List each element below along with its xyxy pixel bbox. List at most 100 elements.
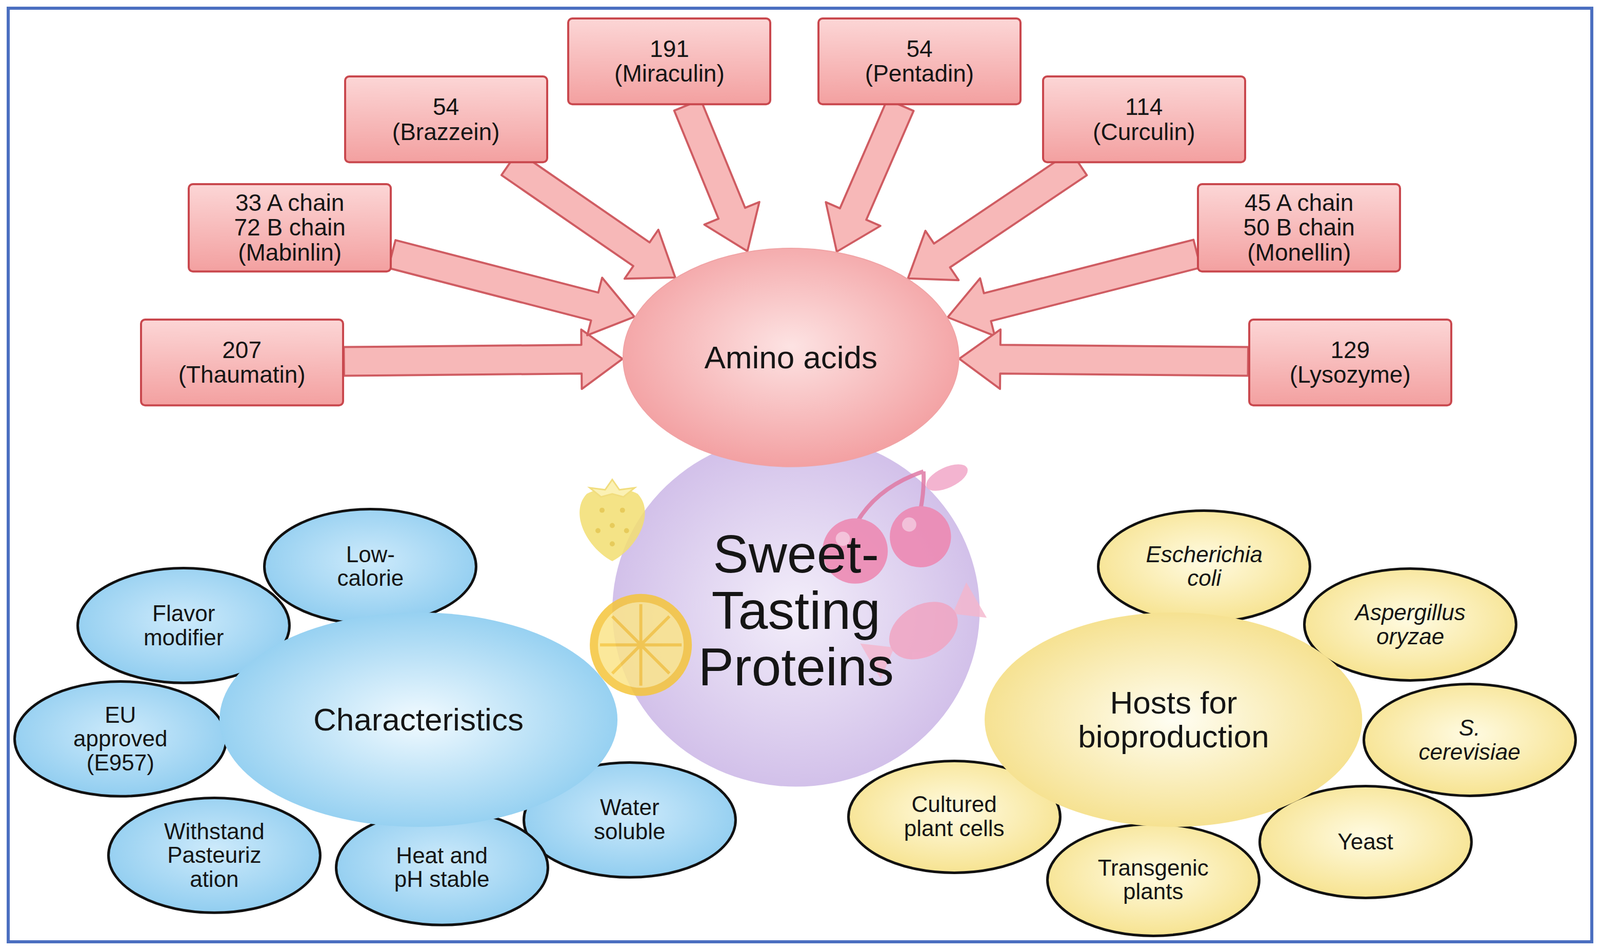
node-text: S. cerevisiae: [1408, 715, 1532, 764]
outer-frame: [8, 8, 1592, 942]
text-group: Amino acids: [704, 340, 878, 375]
node-text: (Thaumatin): [178, 362, 306, 388]
circle-shape: [984, 612, 1363, 827]
lemon-segments: [600, 604, 682, 686]
circle-shape: [335, 810, 548, 926]
text-group: 207(Thaumatin): [178, 337, 306, 388]
box-shape: [345, 76, 548, 163]
text-group: 33 A chain72 B chain(Mabinlin): [233, 190, 346, 266]
host-circle: S. cerevisiae: [1362, 682, 1577, 797]
box-shape: [141, 319, 344, 406]
node-text: Transgenic plants: [1091, 855, 1215, 904]
node-text: Heat and pH stable: [386, 843, 497, 892]
node-text: Water soluble: [573, 795, 687, 844]
text-group: EU approved (E957): [61, 703, 180, 775]
node-text: (Brazzein): [392, 119, 500, 145]
node-text: 50 B chain: [1243, 214, 1355, 240]
node-text: (Pentadin): [865, 61, 974, 87]
circle-shape: [612, 434, 980, 787]
strawberry-seed: [624, 527, 630, 533]
cherry: [889, 506, 951, 568]
node-text: Cultured plant cells: [892, 792, 1016, 840]
characteristic-circle: Heat and pH stable: [334, 808, 550, 927]
node-text: 72 B chain: [233, 214, 346, 240]
protein-box: 54(Brazzein): [344, 75, 549, 164]
text-group: Low- calorie: [318, 542, 422, 591]
strawberry-leaves: [589, 479, 635, 497]
text-group: 54(Brazzein): [392, 94, 500, 145]
box-shape: [1249, 319, 1452, 406]
circle-shape: [623, 248, 959, 467]
block-arrow: [959, 329, 1249, 389]
text-group: S. cerevisiae: [1408, 715, 1532, 764]
text-group: 114(Curculin): [1092, 94, 1195, 145]
node-text: Hosts for bioproduction: [1050, 685, 1297, 753]
node-text: Escherichia coli: [1142, 542, 1266, 591]
text-group: Cultured plant cells: [892, 792, 1016, 840]
lemon-rind: [589, 593, 692, 696]
protein-box: 114(Curculin): [1042, 75, 1247, 164]
node-text: 33 A chain: [233, 190, 346, 216]
block-arrow: [825, 99, 914, 252]
node-text: 207: [178, 337, 306, 363]
text-group: 191(Miraculin): [614, 36, 725, 87]
text-group: 45 A chain50 B chain(Monellin): [1243, 190, 1355, 266]
protein-box: 191(Miraculin): [567, 17, 772, 106]
node-text: (Monellin): [1243, 240, 1355, 266]
node-text: 45 A chain: [1243, 190, 1355, 216]
text-group: Sweet- Tasting Proteins: [662, 525, 930, 696]
cherry-highlight: [835, 531, 851, 546]
circle-shape: [219, 612, 618, 827]
text-group: Flavor modifier: [127, 601, 240, 650]
characteristic-circle: Low- calorie: [263, 507, 478, 626]
central-circle: Sweet- Tasting Proteins: [612, 434, 980, 787]
hosts-hub: Hosts for bioproduction: [984, 612, 1363, 827]
protein-box: 54(Pentadin): [817, 17, 1022, 106]
protein-box: 45 A chain50 B chain(Monellin): [1196, 183, 1402, 273]
text-group: Yeast: [1337, 829, 1393, 854]
block-arrow: [908, 151, 1088, 280]
node-text: (Miraculin): [614, 61, 725, 87]
circle-shape: [1098, 510, 1311, 623]
protein-box: 33 A chain72 B chain(Mabinlin): [187, 183, 392, 273]
node-text: (Mabinlin): [233, 240, 346, 266]
node-text: 129: [1289, 337, 1411, 363]
host-circle: Escherichia coli: [1096, 509, 1312, 624]
strawberry-seed: [599, 507, 605, 513]
node-text: Aspergillus oryzae: [1348, 600, 1472, 649]
node-text: 114: [1092, 94, 1195, 120]
node-text: (Lysozyme): [1289, 362, 1411, 388]
strawberry-seed: [609, 522, 615, 528]
text-group: Heat and pH stable: [386, 843, 497, 892]
strawberry-body: [579, 488, 645, 562]
text-group: Aspergillus oryzae: [1348, 600, 1472, 649]
box-shape: [188, 184, 391, 272]
text-group: Water soluble: [573, 795, 687, 844]
block-arrow: [501, 151, 676, 279]
characteristic-circle: Withstand Pasteuriz ation: [107, 796, 322, 914]
node-text: Sweet- Tasting Proteins: [662, 525, 930, 696]
text-group: 129(Lysozyme): [1289, 337, 1411, 388]
box-shape: [1043, 76, 1246, 163]
characteristics-hub: Characteristics: [219, 612, 618, 827]
box-shape: [818, 18, 1021, 105]
node-text: Flavor modifier: [127, 601, 240, 650]
circle-shape: [264, 509, 477, 625]
node-text: 191: [614, 36, 725, 62]
strawberry-icon: [579, 479, 645, 562]
node-text: Amino acids: [704, 340, 878, 375]
candy-icon: [857, 577, 990, 684]
text-group: 54(Pentadin): [865, 36, 974, 87]
node-text: EU approved (E957): [61, 703, 180, 775]
box-shape: [1197, 184, 1400, 272]
node-text: Yeast: [1337, 829, 1393, 854]
text-group: Escherichia coli: [1142, 542, 1266, 591]
protein-box: 129(Lysozyme): [1248, 318, 1453, 407]
text-group: Withstand Pasteuriz ation: [155, 819, 274, 892]
block-arrow: [674, 99, 760, 251]
node-text: 54: [392, 94, 500, 120]
cherry-stems: [854, 471, 924, 526]
node-text: Characteristics: [313, 702, 524, 737]
